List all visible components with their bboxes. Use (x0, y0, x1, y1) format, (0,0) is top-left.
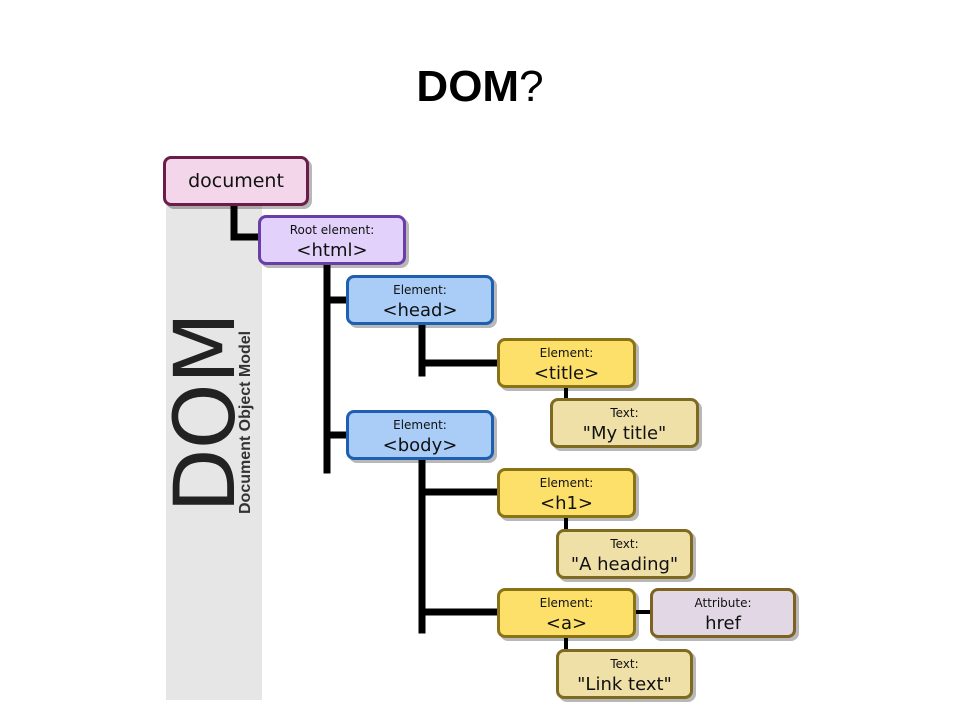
dom-side-band (166, 190, 262, 700)
node-html-kind: Root element: (289, 223, 375, 237)
node-a-attribute-value: href (705, 613, 741, 634)
node-a-attribute-kind: Attribute: (694, 596, 752, 610)
node-head-kind: Element: (393, 283, 447, 297)
node-head-element: Element: <head> (346, 275, 494, 325)
node-h1-text-value: "A heading" (570, 554, 679, 575)
node-body-kind: Element: (393, 418, 447, 432)
slide-title-main: DOM (416, 62, 520, 111)
node-a-kind: Element: (539, 596, 594, 610)
node-html-tag: <html> (296, 240, 368, 261)
node-title-text: Text: "My title" (550, 398, 699, 448)
node-body-element: Element: <body> (346, 410, 494, 460)
node-h1-kind: Element: (539, 476, 594, 490)
node-title-text-kind: Text: (610, 406, 639, 420)
node-title-element: Element: <title> (497, 338, 636, 388)
node-document: document (163, 156, 309, 206)
connector-head-title (418, 319, 503, 377)
node-a-element: Element: <a> (497, 588, 636, 638)
slide-title-question-mark: ? (519, 62, 544, 111)
node-html-root-element: Root element: <html> (258, 215, 406, 265)
node-h1-text-kind: Text: (610, 537, 639, 551)
node-a-text-value: "Link text" (577, 674, 672, 695)
node-document-label: document (188, 170, 284, 192)
node-h1-text: Text: "A heading" (556, 529, 693, 579)
node-title-text-value: "My title" (582, 423, 667, 444)
node-head-tag: <head> (382, 300, 458, 321)
node-h1-element: Element: <h1> (497, 468, 636, 518)
node-a-text: Text: "Link text" (556, 649, 693, 699)
slide-title: DOM? (0, 62, 960, 112)
node-h1-tag: <h1> (539, 493, 594, 514)
node-title-tag: <title> (533, 363, 600, 384)
node-a-text-kind: Text: (610, 657, 639, 671)
connector-document-html (230, 201, 266, 241)
node-a-attribute: Attribute: href (650, 588, 796, 638)
node-title-kind: Element: (539, 346, 594, 360)
node-a-tag: <a> (545, 613, 588, 634)
node-body-tag: <body> (382, 435, 458, 456)
